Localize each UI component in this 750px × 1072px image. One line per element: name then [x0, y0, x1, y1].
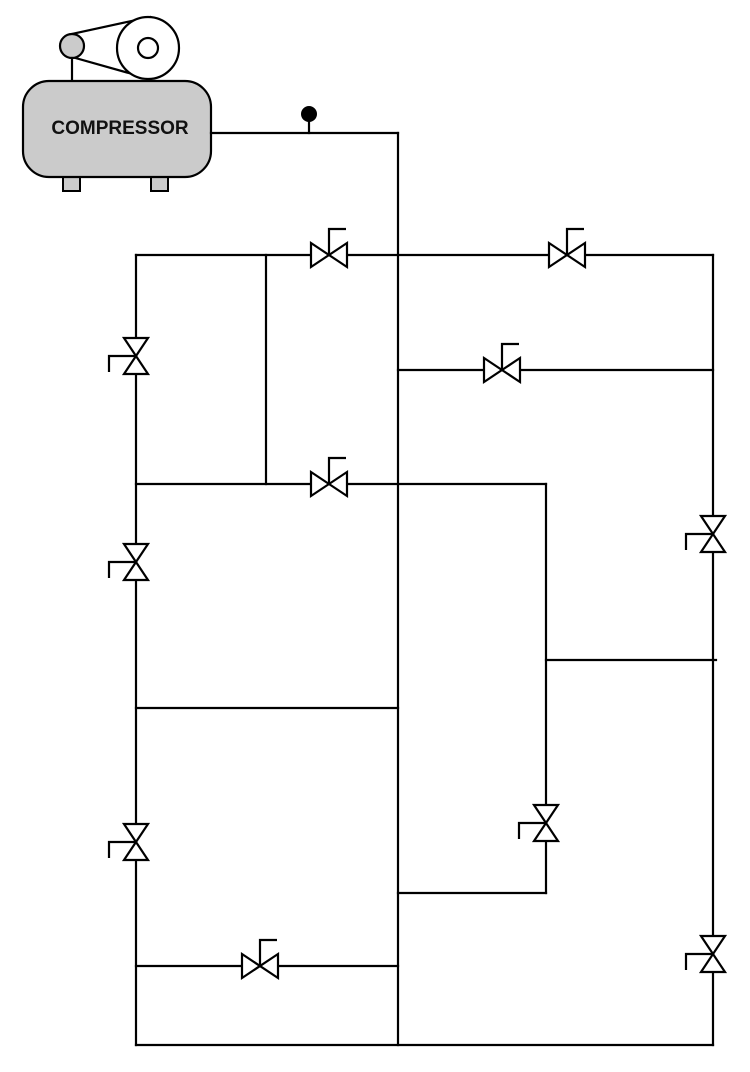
gate-valve-icon	[309, 227, 349, 270]
gate-valve-icon	[107, 542, 151, 582]
gate-valve-icon	[482, 342, 522, 385]
compressor: COMPRESSOR	[21, 15, 213, 192]
pressure-gauge-icon	[301, 106, 317, 135]
pipe-lines	[134, 131, 718, 1047]
gate-valve-icon	[684, 934, 728, 974]
gate-valve-icon	[684, 514, 728, 554]
compressor-tank	[21, 79, 213, 179]
flywheel-hub	[136, 36, 160, 60]
gate-valve-icon	[107, 336, 151, 376]
gate-valve-icon	[309, 456, 349, 499]
gate-valve-icon	[547, 227, 587, 270]
motor-pulley	[58, 32, 86, 60]
gate-valve-icon	[517, 803, 561, 843]
valves	[107, 227, 728, 981]
gate-valve-icon	[107, 822, 151, 862]
gate-valve-icon	[240, 938, 280, 981]
compressor-label: COMPRESSOR	[51, 118, 189, 139]
compressor-belt-drive	[58, 15, 181, 84]
